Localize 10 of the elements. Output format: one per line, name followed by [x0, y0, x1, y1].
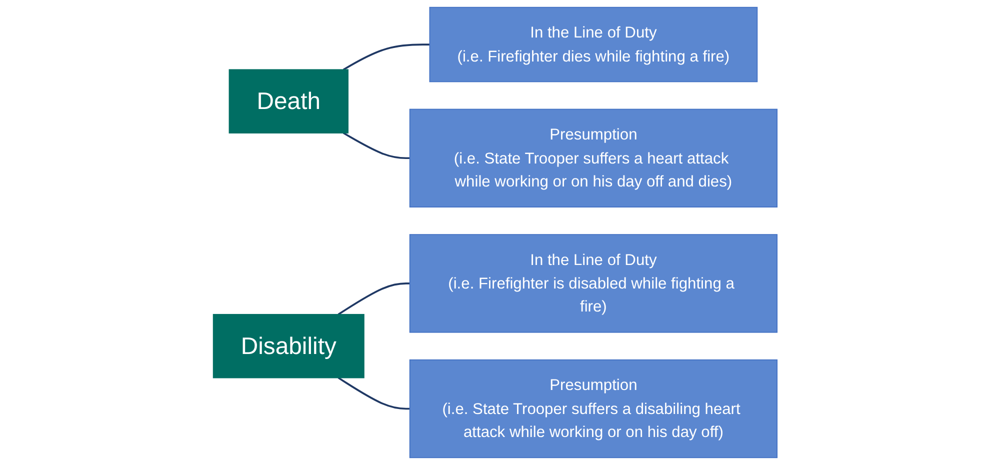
node-box: Death [228, 69, 348, 134]
connector [342, 132, 410, 160]
connector [338, 377, 410, 410]
connector [338, 282, 410, 316]
node-box: Presumption (i.e. State Trooper suffers a disabiling heart attack while working or on his day off) [409, 359, 778, 458]
node-box: In the Line of Duty (i.e. Firefighter dies while fighting a fire) [429, 6, 758, 82]
node-box: Presumption (i.e. State Trooper suffers a heart attack while working or on his day off and dies) [409, 108, 778, 208]
connector [342, 44, 430, 70]
node-box: Disability [212, 314, 364, 378]
node-box: In the Line of Duty (i.e. Firefighter is disabled while fighting a fire) [409, 234, 778, 333]
